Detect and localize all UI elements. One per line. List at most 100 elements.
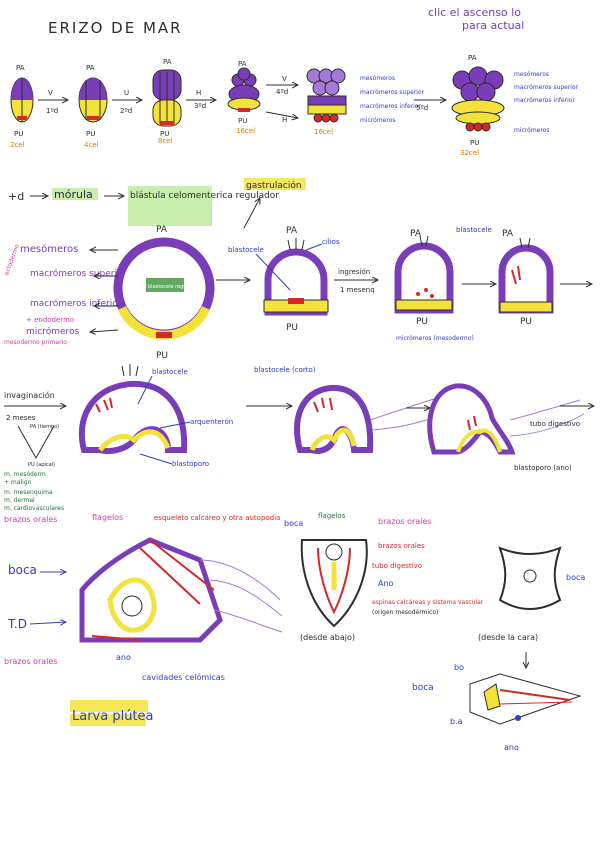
blastula-row: +d mórula blástula celomenterica regulad… bbox=[3, 178, 592, 361]
split-2: U bbox=[124, 89, 129, 97]
stage5-count: 16cel bbox=[314, 128, 333, 136]
split-4a: V bbox=[282, 75, 287, 83]
stage3-pa: PA bbox=[163, 58, 172, 66]
blastula-pa: PA bbox=[156, 225, 168, 235]
gastrula1-pa: PA bbox=[286, 226, 298, 236]
blastula-diagram: blastocele regular bbox=[113, 237, 215, 340]
stage4-pu: PU bbox=[238, 117, 247, 125]
layer-b-0: mesómeros bbox=[514, 71, 549, 78]
ectodermo-note: ectodermo bbox=[3, 243, 21, 276]
flagelos-label: flagelos bbox=[92, 513, 123, 522]
endodermo-note: + endodermo bbox=[26, 316, 74, 324]
td-label: T.D bbox=[7, 617, 27, 631]
larva-row: brazos orales flagelos esqueleto calcáre… bbox=[4, 512, 585, 752]
brazos-b-label: brazos orales bbox=[4, 657, 57, 666]
stage3-count: 8cel bbox=[158, 137, 173, 145]
mesenq-label: 1 mesenq bbox=[340, 286, 375, 294]
desde-cara-label: (desde la cara) bbox=[478, 633, 538, 642]
split-4b: H bbox=[282, 116, 287, 124]
cilios-label: cilios bbox=[322, 238, 340, 246]
stage4-count: 16cel bbox=[236, 127, 255, 135]
tubo-side-label: tubo digestivo bbox=[372, 562, 422, 570]
embryo-8cel bbox=[152, 69, 182, 127]
layer-b-2: macrómeros inferior bbox=[514, 97, 575, 104]
green-note-0: m. mesóderm bbox=[4, 471, 46, 478]
embryo-2cel bbox=[10, 77, 34, 123]
layer-a-3: micrómeros bbox=[360, 117, 395, 124]
page-title: ERIZO DE MAR bbox=[48, 19, 183, 37]
layer-a-1: macrómeros superior bbox=[360, 89, 425, 96]
gastrula-invagination-diagram bbox=[78, 364, 188, 454]
blastocele2-label: blastocele bbox=[456, 226, 492, 234]
blastula-pu: PU bbox=[156, 351, 168, 361]
gastrula-row: invaginación 2 meses PA (tiempo) PU (api… bbox=[4, 364, 594, 512]
gastrula-late-diagram bbox=[427, 383, 585, 455]
blastula-left-0: mesómeros bbox=[20, 243, 78, 255]
boca3-label: boca bbox=[566, 573, 585, 582]
arrow-1: 1ºd bbox=[46, 107, 58, 115]
gastrula3-pa: PA bbox=[502, 229, 514, 239]
pluteus-3d-diagram bbox=[469, 673, 582, 725]
blastocele-label: blastocele bbox=[228, 246, 264, 254]
brazos-side-label: brazos orales bbox=[378, 542, 425, 550]
flagelos2-label: flagelos bbox=[318, 512, 346, 520]
stage2-pu: PU bbox=[86, 130, 95, 138]
layer-a-0: mesómeros bbox=[360, 75, 395, 82]
stage2-pa: PA bbox=[86, 64, 95, 72]
brazos-orales-label: brazos orales bbox=[378, 517, 431, 526]
green-note-1: + malign bbox=[4, 479, 32, 486]
blastula-left-3: micrómeros bbox=[26, 326, 80, 337]
green-note-4: m. cardiovasculares bbox=[4, 505, 64, 512]
espinas-label: espinas calcáreas y sistema vascular bbox=[372, 599, 484, 606]
green-note-3: m. dermal bbox=[4, 497, 35, 504]
boca2-label: boca bbox=[284, 519, 303, 528]
pu-apical: PU (apical) bbox=[28, 462, 55, 468]
gastrula-early-diagram bbox=[263, 238, 329, 316]
embryo-32cel bbox=[306, 68, 347, 123]
pluteus-side-diagram bbox=[79, 537, 283, 643]
stage6-count: 32cel bbox=[460, 149, 479, 157]
split-3: H bbox=[196, 89, 201, 97]
ano-label: ano bbox=[116, 653, 131, 662]
mesodermo-note: mesodermo primario bbox=[4, 339, 67, 346]
arrow-3: 3ºd bbox=[194, 102, 206, 110]
blastoporo-label: blastoporo bbox=[172, 460, 209, 468]
blastula-left-1: macrómeros superior bbox=[30, 268, 126, 279]
pluteus-face-diagram bbox=[498, 546, 562, 610]
gastrula-mid-diagram bbox=[294, 384, 453, 454]
gastrula1-pu: PU bbox=[286, 323, 298, 333]
pluteus-bottom-diagram bbox=[300, 539, 368, 628]
ba-label: b.a bbox=[450, 717, 463, 726]
embryo-16cel bbox=[227, 67, 261, 112]
embryo-4cel bbox=[78, 77, 108, 123]
boca4-label: boca bbox=[412, 683, 434, 693]
cleavage-row: PA PU 2cel V 1ºd PA PU 4cel U 2ºd PA bbox=[10, 54, 579, 157]
blastula-center: blastocele regular bbox=[148, 284, 194, 290]
ano3-label: ano bbox=[504, 743, 519, 752]
ingresion-label: ingresión bbox=[338, 268, 370, 276]
step-plus-d: +d bbox=[8, 190, 24, 203]
layer-b-3: micrómeros bbox=[514, 127, 549, 134]
green-note-2: m. mesenquima bbox=[4, 489, 53, 496]
cavidades-label: cavidades celómicas bbox=[142, 672, 225, 682]
gastrula-blastocele-diagram bbox=[498, 237, 554, 314]
arrow-5: 5ºd bbox=[416, 104, 428, 112]
gastrula2-pu: PU bbox=[416, 317, 428, 327]
stage2-count: 4cel bbox=[84, 141, 99, 149]
header-note-1: clic el ascenso lo bbox=[428, 6, 521, 19]
arrow-4: 4ºd bbox=[276, 88, 288, 96]
layer-a-2: macrómeros inferior bbox=[360, 103, 421, 110]
arrow-2: 2ºd bbox=[120, 107, 132, 115]
header-note-2: para actual bbox=[462, 19, 524, 32]
stage3-pu: PU bbox=[160, 130, 169, 138]
gastrula-ingression-diagram bbox=[394, 235, 454, 314]
larva-title: Larva plútea bbox=[72, 709, 154, 724]
tubo-digestivo-label: tubo digestivo bbox=[530, 420, 580, 428]
blastocele-corto: blastocele (corto) bbox=[254, 366, 316, 374]
esqueleto-label: esqueleto calcáreo y otra autopodia bbox=[154, 514, 280, 522]
gastrulacion-label: gastrulación bbox=[246, 180, 302, 191]
gastrula3-pu: PU bbox=[520, 317, 532, 327]
desde-abajo-label: (desde abajo) bbox=[300, 633, 355, 642]
micromeros-note: micrómeros (mesodermo) bbox=[396, 335, 474, 342]
